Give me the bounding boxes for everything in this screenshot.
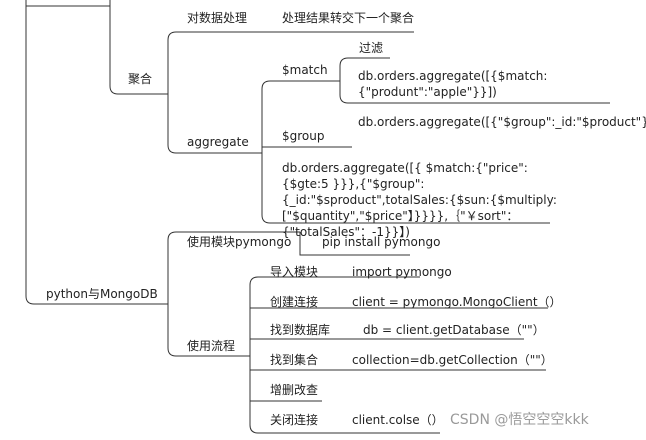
combined-code-text: db.orders.aggregate([{ $match:{"price":{…	[282, 161, 557, 239]
agg-branch-bottom	[167, 94, 262, 154]
group-line	[261, 146, 352, 153]
step-label: 关闭连接	[270, 413, 319, 427]
python-to-flow	[167, 231, 300, 304]
step-value: collection=db.getCollection（""）	[352, 353, 553, 367]
combined-line	[261, 153, 550, 224]
step-spine	[249, 276, 420, 356]
step-label: 增删改查	[270, 383, 319, 397]
step-value: client = pymongo.MongoClient（）	[352, 295, 562, 309]
match-code-line	[339, 81, 610, 104]
match-line	[261, 80, 340, 153]
step-label: 创建连接	[270, 295, 319, 309]
step-line-2	[249, 307, 548, 318]
python-mongodb-node: python与MongoDB	[46, 287, 158, 301]
step-spine-lower	[249, 356, 440, 434]
trunk-line	[25, 0, 168, 305]
match-filter-line	[339, 57, 390, 81]
pymongo-module-node: 使用模块pymongo	[187, 235, 292, 249]
match-filter-text: 过滤	[359, 41, 384, 55]
step-label: 找到集合	[270, 353, 319, 367]
group-node: $group	[282, 129, 325, 143]
aggregate-node: aggregate	[187, 135, 249, 149]
data-processing-node: 对数据处理	[187, 11, 248, 25]
step-value: client.colse（）	[352, 413, 444, 427]
data-processing-value: 处理结果转交下一个聚合	[282, 11, 415, 25]
step-label: 找到数据库	[270, 323, 331, 337]
match-code-text: db.orders.aggregate([{$match:{"produnt":…	[358, 69, 548, 99]
module-value-line	[299, 232, 410, 256]
agg-underline	[109, 0, 168, 95]
watermark: CSDN @悟空空空kkk	[450, 412, 589, 428]
step-value: import pymongo	[352, 265, 452, 279]
step-label: 导入模块	[270, 265, 319, 279]
python-flow-branch	[167, 304, 250, 357]
pymongo-install-text: pip install pymongo	[322, 235, 441, 249]
match-node: $match	[282, 63, 328, 77]
aggregation-node: 聚合	[128, 72, 153, 86]
group-code-text: db.orders.aggregate([{"$group":_id:"$pro…	[358, 115, 646, 129]
step-value: db = client.getDatabase（""）	[363, 323, 545, 337]
agg-branch-top	[167, 31, 414, 94]
usage-flow-node: 使用流程	[187, 339, 236, 353]
step-line-3	[249, 338, 524, 345]
